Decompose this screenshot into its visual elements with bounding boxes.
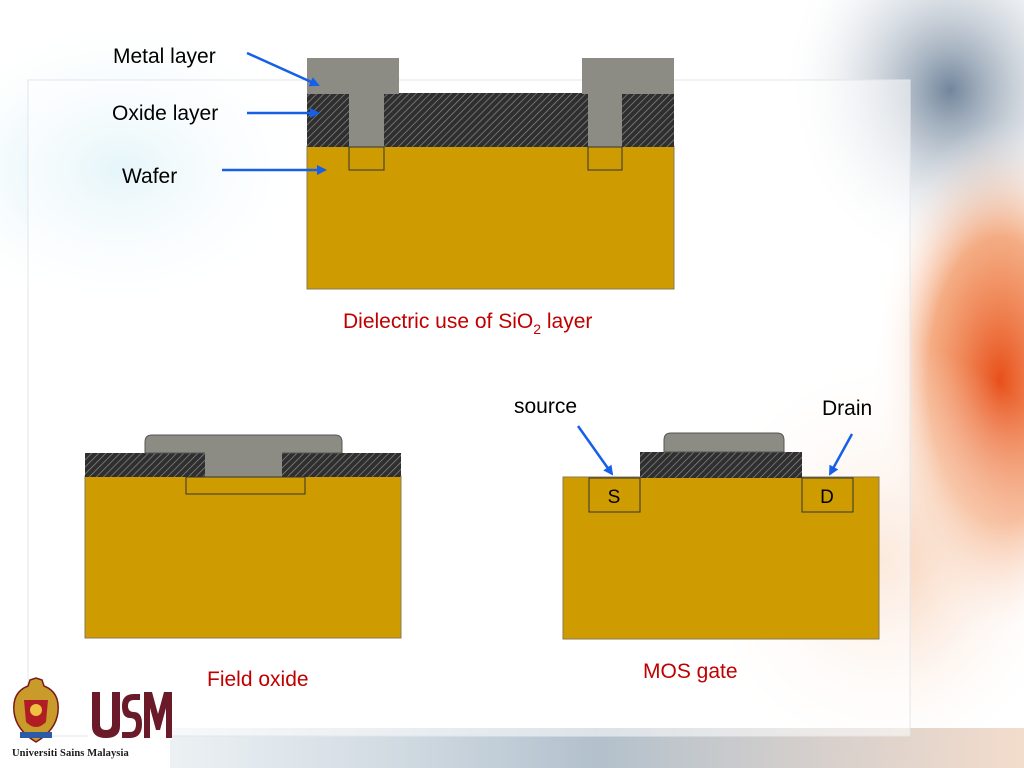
- field-oxide-caption: Field oxide: [207, 668, 309, 691]
- drain-region-label: D: [820, 487, 834, 508]
- logo-caption: Universiti Sains Malaysia: [12, 748, 129, 759]
- diffusion-region-right: [587, 146, 623, 171]
- wafer-label: Wafer: [122, 165, 177, 188]
- metal-contact: [205, 452, 282, 477]
- drain-arrow: [828, 433, 854, 476]
- diffusion-region: [185, 476, 306, 495]
- drain-region: [801, 477, 854, 513]
- dielectric-caption: Dielectric use of SiO2 layer: [343, 310, 592, 337]
- mos-gate-diagram: S D source Drain MOS gate: [514, 395, 880, 683]
- field-oxide-diagram: Field oxide: [84, 434, 402, 691]
- source-region: [588, 477, 641, 513]
- drain-label: Drain: [822, 397, 872, 420]
- crest-icon: [13, 677, 59, 743]
- metal-contact-left: [349, 93, 384, 147]
- metal-contact-right: [588, 93, 622, 147]
- metal-layer-label: Metal layer: [113, 45, 216, 68]
- gate-metal: [663, 432, 785, 453]
- field-oxide-right: [282, 453, 401, 477]
- caption-tail: layer: [541, 310, 592, 333]
- mos-gate-caption: MOS gate: [643, 660, 738, 683]
- diffusion-region-left: [348, 146, 385, 171]
- caption-subscript: 2: [533, 321, 541, 337]
- oxide-layer-label: Oxide layer: [112, 102, 218, 125]
- usm-logo: [13, 677, 172, 743]
- metal-arrow: [246, 51, 320, 87]
- gate-oxide: [640, 452, 802, 478]
- metal-pad-right: [582, 58, 674, 94]
- dielectric-diagram: Metal layer Oxide layer Wafer Dielectric…: [112, 45, 675, 337]
- wafer-block: [84, 475, 402, 639]
- source-label: source: [514, 395, 577, 418]
- source-arrow: [576, 425, 614, 476]
- metal-pad-left: [307, 58, 399, 94]
- source-region-label: S: [608, 487, 621, 508]
- usm-wordmark-icon: [88, 690, 172, 740]
- field-oxide-left: [85, 453, 205, 477]
- metal-line: [144, 434, 343, 454]
- caption-main: Dielectric use of SiO: [343, 310, 533, 333]
